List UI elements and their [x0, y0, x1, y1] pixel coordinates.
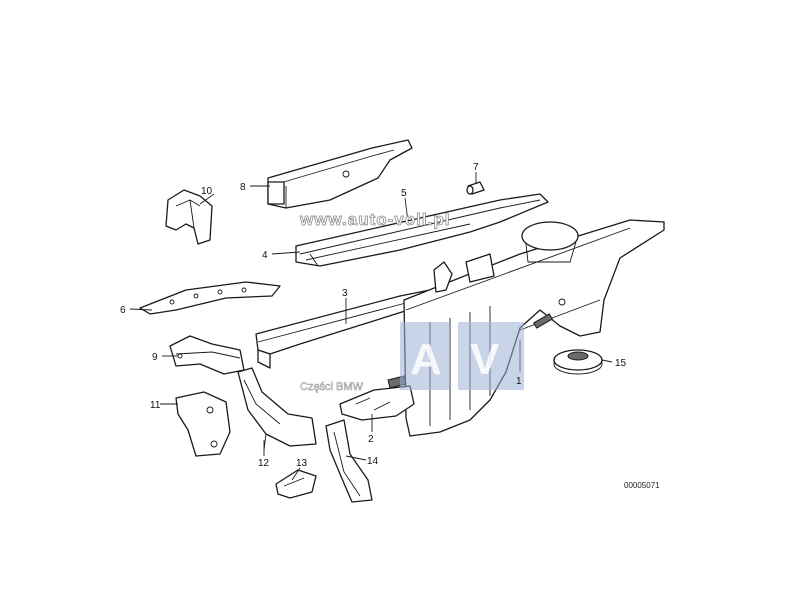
callout-4: 4 [262, 250, 268, 261]
callout-5: 5 [401, 188, 407, 199]
callout-3: 3 [342, 288, 348, 299]
part-13-small-bracket [275, 469, 317, 499]
part-14-vertical-brace [325, 419, 373, 503]
callout-9: 9 [152, 352, 158, 363]
part-15-rubber-mount [553, 349, 603, 375]
part-11-support-bracket [175, 391, 231, 457]
callout-1: 1 [516, 376, 522, 387]
callout-15: 15 [615, 358, 627, 369]
callout-8: 8 [240, 182, 246, 193]
callout-6: 6 [120, 305, 126, 316]
watermark-logo-letter-a: A [410, 335, 442, 384]
watermark-caption: Części BMW [300, 381, 364, 393]
part-7-bolt [466, 181, 485, 195]
callout-7: 7 [473, 162, 479, 173]
part-10-bracket [165, 189, 213, 245]
watermark-logo-letter-v: V [470, 335, 500, 384]
document-number: 00005071 [624, 481, 660, 490]
watermark-logo: A V [400, 322, 524, 390]
callout-11: 11 [150, 400, 161, 411]
callout-14: 14 [367, 456, 379, 467]
part-8-front-rail-upper [267, 139, 413, 209]
callout-2: 2 [368, 434, 374, 445]
callout-12: 12 [258, 458, 270, 469]
callout-10: 10 [201, 186, 213, 197]
part-12-curved-arm [237, 367, 317, 451]
part-4-5-longitudinal-member [295, 193, 549, 267]
part-6-stiffening-plate [139, 281, 281, 315]
watermark-url: www.auto-voll.pl [299, 210, 450, 229]
callout-13: 13 [296, 458, 308, 469]
part-9-bracket [169, 335, 245, 375]
